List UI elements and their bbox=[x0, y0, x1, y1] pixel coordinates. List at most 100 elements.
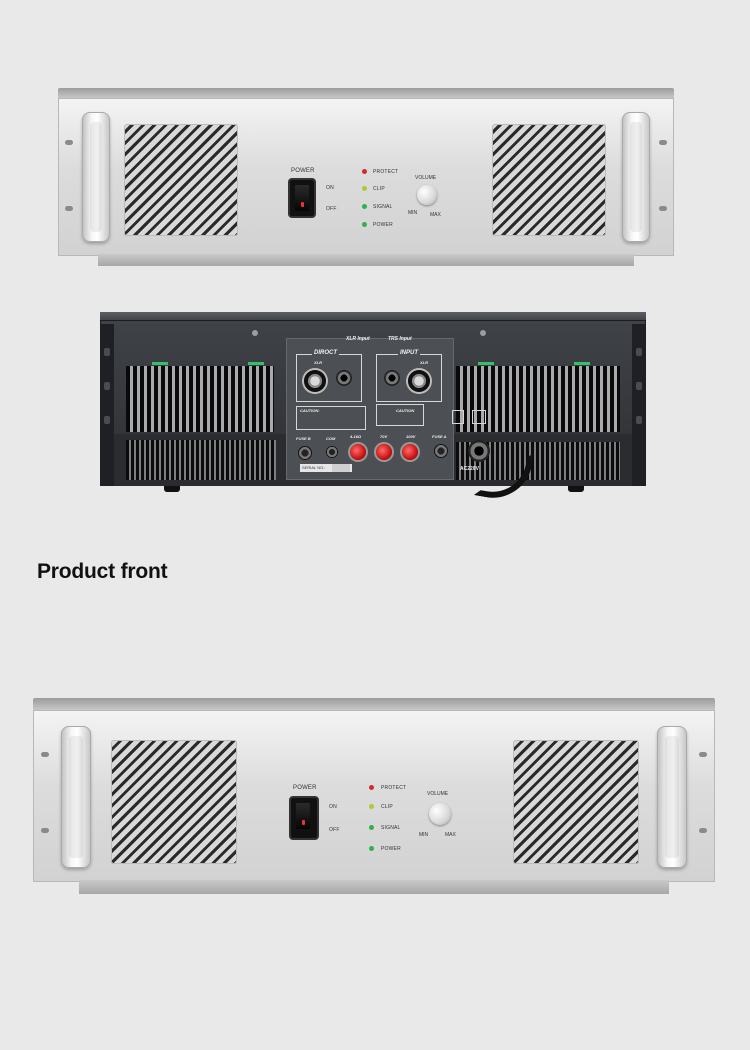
volume-label: VOLUME bbox=[427, 791, 449, 797]
signal-label: SIGNAL bbox=[373, 204, 393, 210]
mount-hole bbox=[636, 348, 642, 356]
min-label: MIN bbox=[419, 832, 429, 838]
power-led bbox=[369, 846, 374, 851]
trs-input-label: TRS Input bbox=[388, 336, 412, 342]
serial-plate bbox=[300, 464, 352, 472]
double-insulation-symbol bbox=[472, 410, 486, 424]
side-flange-left bbox=[100, 324, 114, 486]
rack-hole bbox=[659, 140, 667, 145]
volume-knob[interactable] bbox=[417, 185, 437, 205]
caution-box-right bbox=[376, 404, 424, 426]
screw bbox=[480, 330, 486, 336]
power-led bbox=[362, 222, 367, 227]
ac-power-inlet[interactable] bbox=[468, 440, 490, 462]
chassis-top bbox=[100, 312, 646, 322]
rack-hole bbox=[41, 828, 49, 833]
rubber-foot bbox=[164, 486, 180, 492]
xlr-input-label: XLR Input bbox=[346, 336, 370, 342]
vent-grille-left bbox=[111, 740, 237, 864]
rack-hole bbox=[659, 206, 667, 211]
direct-label: DIROCT bbox=[312, 350, 339, 356]
fuse-a[interactable] bbox=[434, 444, 448, 458]
indicator-strip bbox=[152, 362, 168, 365]
amplifier-front-bottom: POWER ON OFF PROTECT CLIP SIGNAL POWER V… bbox=[33, 698, 715, 894]
rack-hole bbox=[65, 140, 73, 145]
fuse-a-label: FUSE A bbox=[432, 434, 447, 439]
tap-3-label: 100V bbox=[406, 434, 416, 439]
rack-hole bbox=[65, 206, 73, 211]
caution-left-label: CAUTION: bbox=[300, 408, 320, 413]
power-indicator-label: POWER bbox=[381, 846, 401, 852]
rack-hole bbox=[41, 752, 49, 757]
mount-hole bbox=[104, 348, 110, 356]
io-plate bbox=[286, 338, 454, 480]
signal-led bbox=[362, 204, 367, 209]
lower-vent-left bbox=[126, 440, 276, 480]
mount-hole bbox=[636, 382, 642, 390]
rack-hole bbox=[699, 828, 707, 833]
amplifier-front-top: POWER ON OFF PROTECT CLIP SIGNAL POWER V… bbox=[58, 88, 674, 266]
chassis-top-edge bbox=[58, 88, 674, 100]
heatsink-right bbox=[456, 366, 620, 432]
com-label: COM bbox=[326, 436, 336, 441]
section-caption: Product front bbox=[37, 560, 168, 583]
rack-handle-right bbox=[657, 726, 687, 868]
signal-label: SIGNAL bbox=[381, 825, 401, 831]
mount-hole bbox=[104, 382, 110, 390]
direct-xlr-connector[interactable] bbox=[304, 370, 326, 392]
com-terminal[interactable] bbox=[326, 446, 338, 458]
side-flange-right bbox=[632, 324, 646, 486]
clip-led bbox=[369, 804, 374, 809]
volume-knob[interactable] bbox=[429, 803, 451, 825]
rack-handle-left bbox=[61, 726, 91, 868]
fuse-b-label: FUSE B bbox=[296, 436, 311, 441]
speaker-post-100v[interactable] bbox=[402, 444, 418, 460]
fuse-b[interactable] bbox=[298, 446, 312, 460]
vent-grille-right bbox=[513, 740, 639, 864]
speaker-post-4-16ohm[interactable] bbox=[350, 444, 366, 460]
power-cable bbox=[473, 443, 535, 505]
chassis-bottom-edge bbox=[98, 254, 634, 266]
protect-label: PROTECT bbox=[373, 169, 399, 175]
on-label: ON bbox=[329, 804, 337, 810]
caution-right-label: CAUTION bbox=[396, 408, 415, 413]
power-indicator-label: POWER bbox=[373, 222, 393, 228]
protect-led bbox=[362, 169, 367, 174]
rack-handle-left bbox=[82, 112, 110, 242]
power-switch[interactable] bbox=[290, 180, 314, 216]
serial-number-field bbox=[332, 464, 350, 472]
ac-label: AC220V bbox=[460, 466, 479, 472]
input-trs-jack[interactable] bbox=[384, 370, 400, 386]
power-label: POWER bbox=[291, 168, 315, 174]
power-switch[interactable] bbox=[291, 798, 317, 838]
caution-box-left bbox=[296, 406, 366, 430]
weee-symbol bbox=[452, 410, 464, 424]
clip-label: CLIP bbox=[381, 804, 393, 810]
rack-hole bbox=[699, 752, 707, 757]
indicator-strip bbox=[248, 362, 264, 365]
chassis-top-edge bbox=[33, 698, 715, 712]
chassis-bottom-edge bbox=[79, 880, 669, 894]
power-label: POWER bbox=[293, 785, 317, 791]
input-label: INPUT bbox=[398, 350, 420, 356]
signal-led bbox=[369, 825, 374, 830]
off-label: OFF bbox=[326, 206, 337, 212]
vent-grille-right bbox=[492, 124, 606, 236]
screw bbox=[252, 330, 258, 336]
rubber-foot bbox=[568, 486, 584, 492]
input-xlr-connector[interactable] bbox=[408, 370, 430, 392]
max-label: MAX bbox=[430, 212, 441, 218]
min-label: MIN bbox=[408, 210, 418, 216]
clip-led bbox=[362, 186, 367, 191]
heatsink-left bbox=[126, 366, 274, 432]
indicator-strip bbox=[478, 362, 494, 365]
direct-xlr-label: XLR bbox=[314, 360, 322, 365]
max-label: MAX bbox=[445, 832, 456, 838]
amplifier-rear: XLR Input TRS Input DIROCT XLR INPUT XLR… bbox=[100, 312, 646, 492]
tap-2-label: 70V bbox=[380, 434, 388, 439]
speaker-post-70v[interactable] bbox=[376, 444, 392, 460]
direct-trs-jack[interactable] bbox=[336, 370, 352, 386]
volume-label: VOLUME bbox=[415, 175, 437, 181]
tap-1-label: 4-16Ω bbox=[350, 434, 362, 439]
vent-grille-left bbox=[124, 124, 238, 236]
